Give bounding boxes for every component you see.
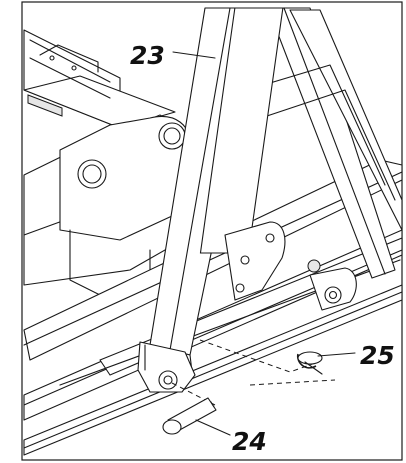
main-beams [23, 159, 403, 456]
lower-clevis [137, 341, 196, 393]
callout-23: 23 [130, 41, 165, 70]
pin-24 [162, 397, 217, 435]
leader-line-23 [172, 51, 216, 59]
a-frame-members [229, 7, 403, 279]
leader-line-25 [317, 352, 356, 357]
hinge-brackets [224, 221, 357, 311]
callout-24: 24 [232, 427, 267, 456]
mounting-plates [59, 116, 191, 301]
leader-line-24 [195, 419, 231, 436]
callout-25: 25 [360, 341, 395, 370]
linch-pin-25 [296, 351, 323, 375]
